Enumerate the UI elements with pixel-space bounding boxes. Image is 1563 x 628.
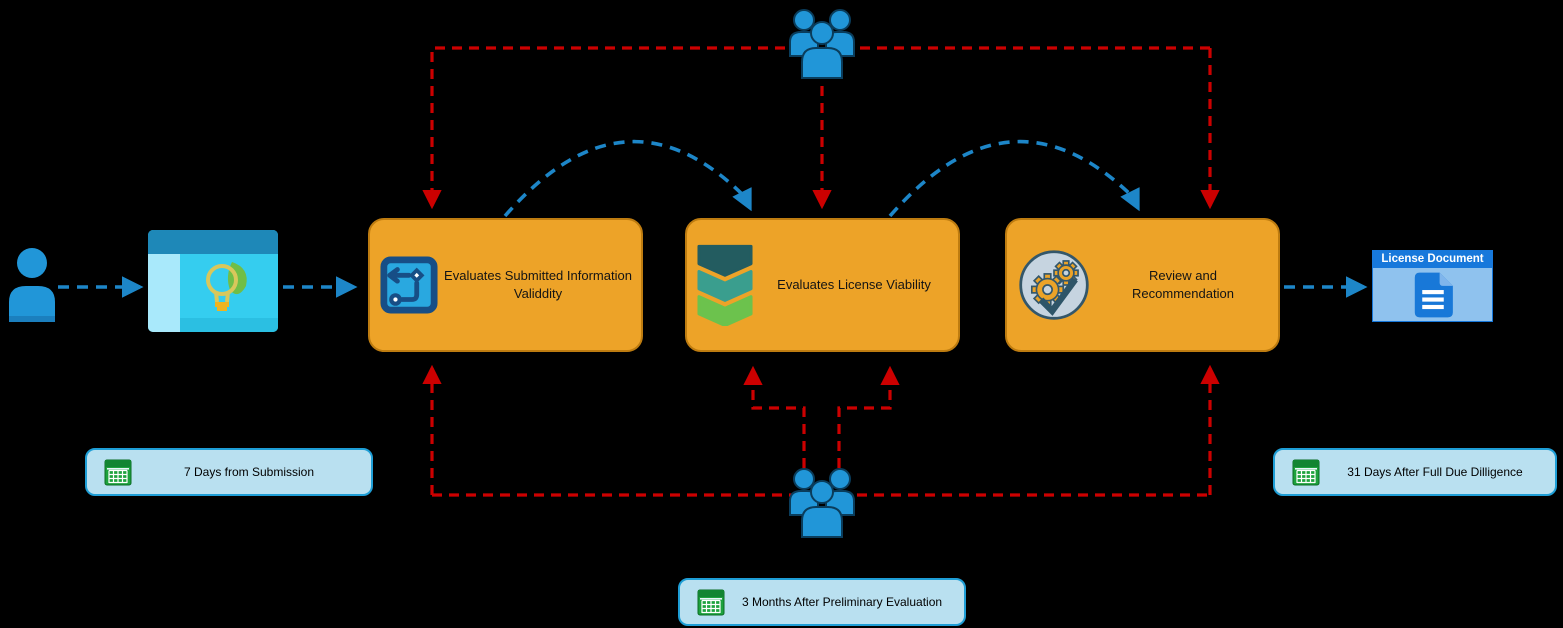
document-icon	[1373, 268, 1492, 321]
app-window-lightbulb-icon[interactable]	[148, 230, 278, 332]
red-connector-bottom-center-b	[837, 365, 900, 468]
license-document-node[interactable]: License Document	[1372, 250, 1493, 322]
blue-arc-step1-step2	[503, 139, 752, 218]
process-step-label: Review and Recommendation	[1132, 268, 1234, 301]
blue-arc-step2-step3	[888, 139, 1140, 218]
license-document-title: License Document	[1373, 251, 1492, 268]
callout-7-days[interactable]: 7 Days from Submission	[85, 448, 373, 496]
process-step-label: Evaluates Submitted Information Validdit…	[444, 268, 632, 301]
callout-31-days[interactable]: 31 Days After Full Due Dilligence	[1273, 448, 1557, 496]
callout-label: 7 Days from Submission	[183, 465, 315, 479]
process-step-viability[interactable]: Evaluates License Viability	[685, 218, 960, 352]
calendar-icon	[1291, 457, 1321, 487]
gears-check-icon	[1017, 248, 1091, 322]
callout-3-months[interactable]: 3 Months After Preliminary Evaluation	[678, 578, 966, 626]
calendar-icon	[696, 587, 726, 617]
process-step-validity[interactable]: Evaluates Submitted Information Validdit…	[368, 218, 643, 352]
process-step-label: Evaluates License Viability	[777, 277, 931, 293]
decision-path-icon	[380, 256, 438, 314]
people-group-icon-bottom[interactable]	[788, 465, 856, 539]
callout-label: 3 Months After Preliminary Evaluation	[741, 595, 943, 609]
callout-label: 31 Days After Full Due Dilligence	[1347, 465, 1523, 479]
red-connector-top-left	[422, 46, 1210, 210]
process-step-review[interactable]: Review and Recommendation	[1005, 218, 1280, 352]
red-connector-bottom-center-a	[743, 365, 806, 468]
applicant-person-icon[interactable]	[6, 246, 58, 324]
layers-chevron-icon	[697, 244, 753, 326]
calendar-icon	[103, 457, 133, 487]
people-group-icon-top[interactable]	[788, 6, 856, 80]
